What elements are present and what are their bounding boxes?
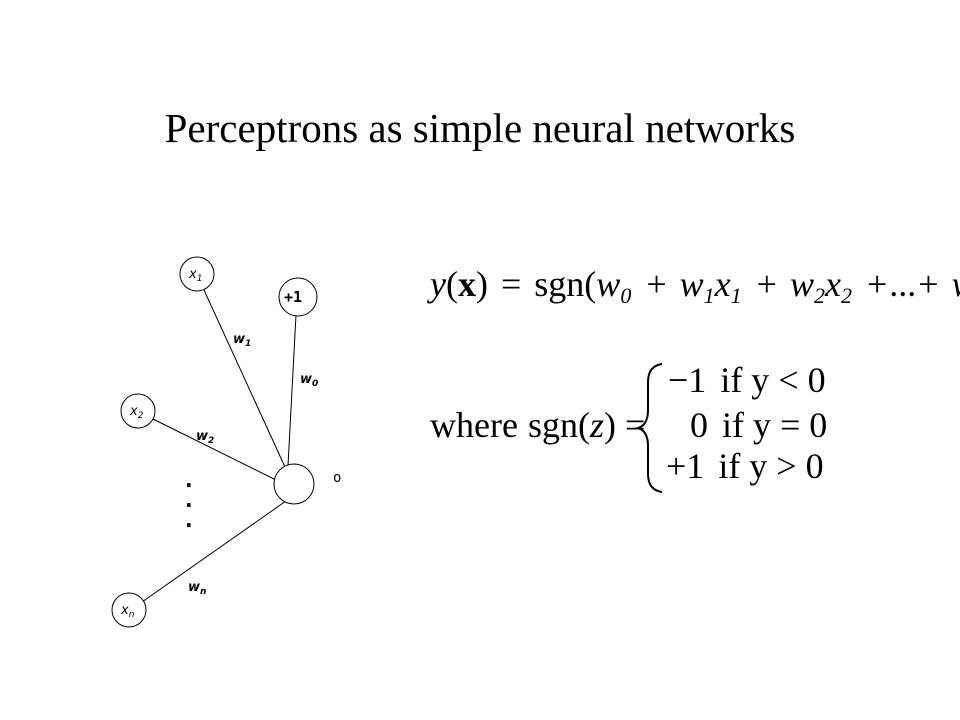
sgn-definition: sgn(z) = xyxy=(528,405,645,445)
input-node-x2 xyxy=(120,393,156,429)
edge-xn-output xyxy=(141,500,287,603)
input-node-x1 xyxy=(179,256,215,292)
edge-bias-output xyxy=(287,314,297,467)
input-label-x1: x1 xyxy=(188,267,202,284)
weight-label-wn: wn xyxy=(188,580,206,597)
slide-title: Perceptrons as simple neural networks xyxy=(164,105,796,151)
bias-label: +1 xyxy=(284,288,302,306)
weight-label-w2: w2 xyxy=(196,429,214,446)
input-node-xn xyxy=(111,592,147,628)
input-label-x2: x2 xyxy=(129,404,144,421)
cases-brace xyxy=(634,363,663,493)
input-label-xn: xn xyxy=(120,603,135,620)
output-label: o xyxy=(333,470,341,486)
where-label: where xyxy=(430,405,518,445)
bias-node xyxy=(278,277,318,317)
weight-label-w0: w0 xyxy=(300,372,318,389)
perceptron-equation: y(x) = sgn(w0 + w1x1 + w2x2 +...+ wnxn ) xyxy=(427,264,960,311)
ellipsis-dot-3: . xyxy=(185,508,193,532)
edge-x2-output xyxy=(152,418,279,482)
output-node xyxy=(273,463,315,505)
ellipsis-dot-2: . xyxy=(185,488,193,512)
ellipsis-dot-1: . xyxy=(185,468,193,492)
edge-x1-output xyxy=(203,289,286,468)
weight-label-w1: w1 xyxy=(233,332,251,349)
